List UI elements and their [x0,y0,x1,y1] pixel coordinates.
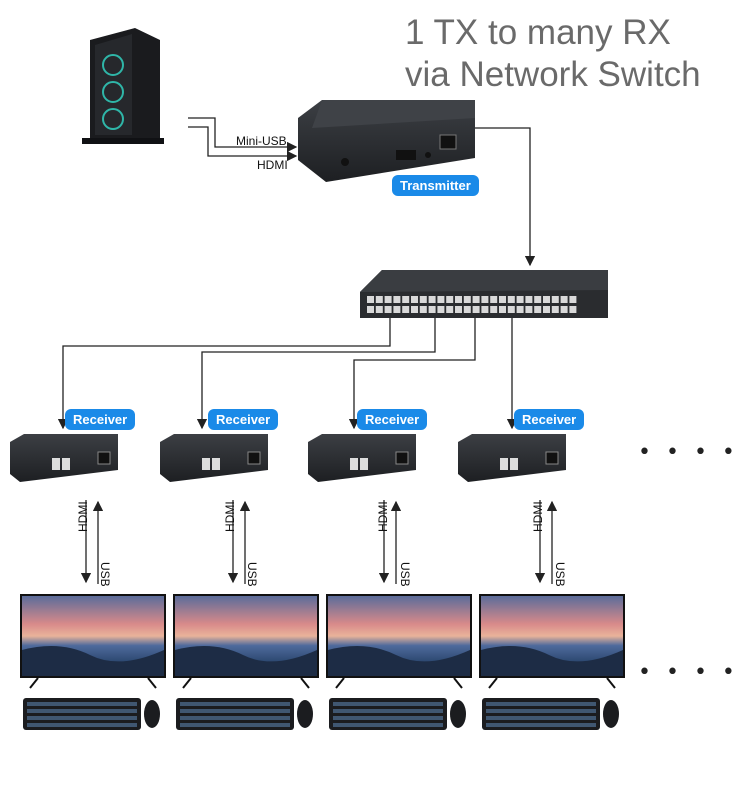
receiver-unit [458,434,625,730]
hdmi-input-label: HDMI [257,158,288,172]
mini-usb-label: Mini-USB [236,134,287,148]
receiver-badge: Receiver [208,409,279,430]
pc-transmitter-cables [188,117,298,162]
more-displays-ellipsis: • • • • • [638,660,750,685]
usb-cable-label: USB [398,562,412,587]
transmitter-switch-cable [475,127,536,267]
hdmi-cable-label: HDMI [223,501,237,532]
receiver-unit [308,434,472,730]
diagram-title: 1 TX to many RX via Network Switch [405,12,701,96]
title-line-2: via Network Switch [405,55,701,94]
mouse-icon [450,700,466,728]
hdmi-cable-label: HDMI [531,501,545,532]
receiver-unit [10,434,166,730]
hdmi-cable-label: HDMI [76,501,90,532]
network-switch-device [360,270,608,318]
title-line-1: 1 TX to many RX [405,13,671,52]
transmitter-badge: Transmitter [392,175,479,196]
receiver-badge: Receiver [65,409,136,430]
receiver-badge: Receiver [357,409,428,430]
switch-receiver-cables [57,318,518,430]
hdmi-cable-label: HDMI [376,501,390,532]
mouse-icon [297,700,313,728]
receiver-unit [160,434,319,730]
usb-cable-label: USB [245,562,259,587]
more-receivers-ellipsis: • • • • • [638,440,750,465]
receiver-badge: Receiver [514,409,585,430]
mouse-icon [603,700,619,728]
usb-cable-label: USB [553,562,567,587]
usb-cable-label: USB [98,562,112,587]
transmitter-device [298,100,475,182]
pc-tower-icon [82,28,164,144]
mouse-icon [144,700,160,728]
